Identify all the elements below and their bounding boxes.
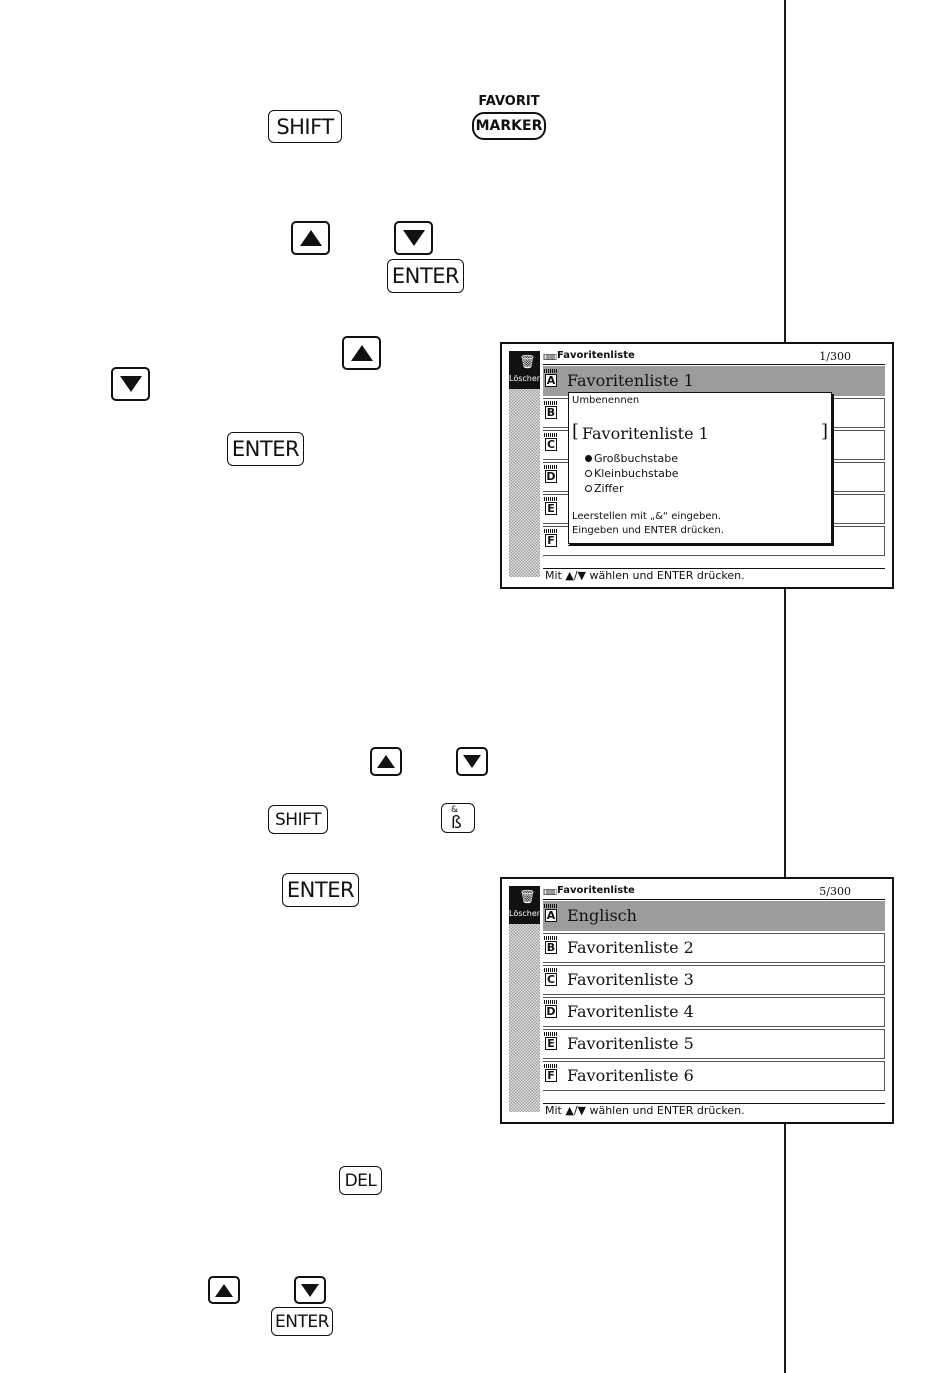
screen-title: Favoritenliste xyxy=(557,350,635,361)
device-screen-rename: 🗑 Löschen ▥▥ Favoritenliste 1/300 A Favo… xyxy=(500,342,894,589)
up-arrow-key xyxy=(370,747,402,776)
letter-badge: A xyxy=(544,904,558,922)
down-arrow-key xyxy=(394,221,433,255)
delete-label: Löschen xyxy=(509,374,542,383)
down-arrow-icon xyxy=(402,230,425,246)
trash-icon: 🗑 xyxy=(519,355,536,370)
option-label: Kleinbuchstabe xyxy=(594,467,679,480)
enter-key: ENTER xyxy=(387,259,464,293)
down-arrow-icon xyxy=(463,755,481,768)
list-item-label: Favoritenliste 2 xyxy=(567,938,694,957)
enter-key: ENTER xyxy=(282,873,359,907)
radio-icon xyxy=(585,470,592,477)
up-arrow-icon xyxy=(215,1283,233,1297)
option-digit[interactable]: Ziffer xyxy=(585,482,623,495)
list-item-label: Favoritenliste 6 xyxy=(567,1066,694,1085)
sidebar: 🗑 Löschen xyxy=(509,351,542,577)
list-item[interactable]: D Favoritenliste 4 xyxy=(543,997,885,1027)
letter-badge: E xyxy=(544,1032,558,1050)
letter-badge: D xyxy=(544,465,558,483)
item-counter: 5/300 xyxy=(819,885,851,898)
list-item-label: Favoritenliste 1 xyxy=(567,371,694,390)
enter-key: ENTER xyxy=(227,432,304,466)
down-arrow-key xyxy=(111,367,150,401)
screen-titlebar: ▥▥ Favoritenliste 5/300 xyxy=(543,885,885,900)
item-counter: 1/300 xyxy=(819,350,851,363)
device-screen-list: 🗑 Löschen ▥▥ Favoritenliste 5/300 A Engl… xyxy=(500,877,894,1124)
sidebar: 🗑 Löschen xyxy=(509,886,542,1112)
rename-dialog: Umbenennen [ Favoritenliste 1 ] Großbuch… xyxy=(568,392,832,544)
delete-button[interactable]: 🗑 Löschen xyxy=(509,351,542,389)
letter-badge: C xyxy=(544,968,558,986)
list-item[interactable]: F Favoritenliste 6 xyxy=(543,1061,885,1091)
up-arrow-key xyxy=(291,221,330,255)
down-arrow-key xyxy=(294,1276,326,1304)
dialog-hint: Leerstellen mit „&“ eingeben. xyxy=(572,511,722,522)
list-item-label: Favoritenliste 3 xyxy=(567,970,694,989)
enter-key: ENTER xyxy=(271,1307,333,1336)
up-arrow-icon xyxy=(350,345,373,361)
option-label: Großbuchstabe xyxy=(594,452,678,465)
up-arrow-icon xyxy=(377,755,395,768)
letter-badge: B xyxy=(544,936,558,954)
list-item[interactable]: C Favoritenliste 3 xyxy=(543,965,885,995)
option-label: Ziffer xyxy=(594,482,624,495)
down-arrow-icon xyxy=(119,376,142,392)
screen-footer: Mit ▲/▼ wählen und ENTER drücken. xyxy=(543,568,885,583)
list-item-label: Favoritenliste 4 xyxy=(567,1002,694,1021)
list-item[interactable]: B Favoritenliste 2 xyxy=(543,933,885,963)
screen-titlebar: ▥▥ Favoritenliste 1/300 xyxy=(543,350,885,365)
name-input-value: Favoritenliste 1 xyxy=(582,424,709,443)
shift-key: SHIFT xyxy=(268,110,342,143)
option-uppercase[interactable]: Großbuchstabe xyxy=(585,452,678,465)
amp-label: & xyxy=(451,805,459,815)
list-icon: ▥▥ xyxy=(543,887,557,896)
eszett-label: ß xyxy=(451,813,462,833)
trash-icon: 🗑 xyxy=(519,890,536,905)
up-arrow-icon xyxy=(299,230,322,246)
bracket-open: [ xyxy=(572,421,580,442)
bracket-close: ] xyxy=(820,421,828,442)
letter-badge: E xyxy=(544,497,558,515)
down-arrow-key xyxy=(456,747,488,776)
dialog-hint: Eingeben und ENTER drücken. xyxy=(572,525,724,536)
shift-key: SHIFT xyxy=(268,805,328,834)
screen-footer: Mit ▲/▼ wählen und ENTER drücken. xyxy=(543,1103,885,1118)
letter-badge: A xyxy=(544,369,558,387)
eszett-key: & ß xyxy=(441,803,475,833)
list-item[interactable]: A Englisch xyxy=(543,901,885,931)
letter-badge: B xyxy=(544,401,558,419)
letter-badge: F xyxy=(544,529,558,547)
name-input[interactable]: [ Favoritenliste 1 ] xyxy=(572,421,828,445)
dialog-title: Umbenennen xyxy=(572,395,640,406)
favorit-label: FAVORIT xyxy=(478,94,540,109)
delete-label: Löschen xyxy=(509,909,542,918)
radio-icon xyxy=(585,485,592,492)
screen-title: Favoritenliste xyxy=(557,885,635,896)
up-arrow-key xyxy=(208,1276,240,1304)
up-arrow-key xyxy=(342,336,381,370)
marker-key: MARKER xyxy=(472,112,546,140)
radio-selected-icon xyxy=(585,455,592,462)
list-icon: ▥▥ xyxy=(543,352,557,361)
list-item-label: Favoritenliste 5 xyxy=(567,1034,694,1053)
letter-badge: D xyxy=(544,1000,558,1018)
del-key: DEL xyxy=(339,1166,382,1195)
margin-rule xyxy=(784,0,786,1373)
delete-button[interactable]: 🗑 Löschen xyxy=(509,886,542,924)
letter-badge: F xyxy=(544,1064,558,1082)
down-arrow-icon xyxy=(301,1283,319,1297)
letter-badge: C xyxy=(544,433,558,451)
option-lowercase[interactable]: Kleinbuchstabe xyxy=(585,467,679,480)
list-item[interactable]: A Favoritenliste 1 xyxy=(543,366,885,396)
list-item-label: Englisch xyxy=(567,906,637,925)
list-item[interactable]: E Favoritenliste 5 xyxy=(543,1029,885,1059)
